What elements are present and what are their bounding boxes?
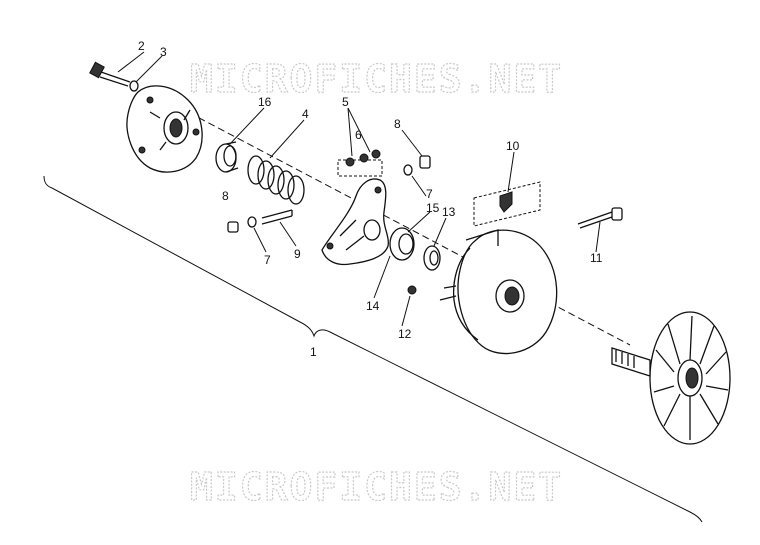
callout-7-left: 7 [264,253,271,267]
callout-4: 4 [302,107,309,121]
seal-part-13 [423,245,441,271]
spider-arm [321,178,389,266]
washer-part-7-left [247,216,257,228]
moveable-sheave [439,229,558,355]
leader-lines [117,51,601,327]
assembly-bracket [43,175,703,523]
fixed-sheave-fan [611,311,731,445]
washer-part-7-top [403,164,413,176]
bushing-part-16 [215,141,239,173]
screw-part-8-top [419,155,431,169]
callout-11: 11 [590,251,603,265]
callout-14: 14 [366,299,380,313]
callout-9: 9 [294,247,301,261]
nut-part-12 [407,285,417,295]
bolt-part-2 [89,61,131,87]
callout-13: 13 [442,205,456,219]
spring-part-4 [247,155,305,205]
bolt-part-11 [577,207,623,229]
callout-6: 6 [355,128,362,142]
callout-1: 1 [310,345,317,359]
screw-part-8-left [227,221,239,233]
callout-10: 10 [506,139,520,153]
callout-8-left: 8 [222,189,229,203]
bushing-part-15 [389,227,415,261]
roller-set-part-5-6 [337,149,383,177]
washer-part-3 [129,80,139,92]
cover-plate [126,85,203,173]
weight-part-10 [473,181,541,227]
callout-5: 5 [342,95,349,109]
callout-2: 2 [138,39,145,53]
watermark-top: MICROFICHES.NET [190,57,563,101]
callout-8-top: 8 [394,117,401,131]
center-axis [149,91,631,346]
callout-12: 12 [398,327,412,341]
pin-part-9 [261,209,293,225]
callout-16: 16 [258,95,272,109]
watermark-bottom: MICROFICHES.NET [190,465,563,509]
callout-3: 3 [160,45,167,59]
callout-7-right: 7 [426,187,433,201]
callout-15: 15 [426,201,440,215]
